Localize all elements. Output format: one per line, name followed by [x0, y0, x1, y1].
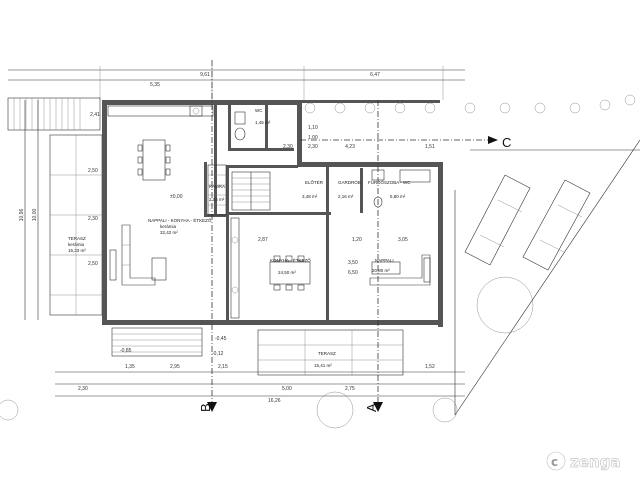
dim-int-2: 1,20 [352, 237, 362, 243]
room-area-nappali-lower: 24,50 m² [278, 270, 296, 275]
dim-left-2: 10,00 [32, 209, 38, 222]
room-area-terasz-bottom: 15,41 m² [314, 363, 332, 368]
room-label-nappali-lower: KONYHA - ÉTKEZŐ [270, 257, 311, 263]
room-label-kamra: KAMRA [209, 184, 225, 189]
dim-int-1: 2,87 [258, 237, 268, 243]
right-sofa [369, 254, 431, 286]
dim-top-2: 9,61 [200, 72, 210, 78]
dim-int-9: 2,30 [283, 144, 293, 150]
room-label-furdo: FÜRDŐSZOBA - WC [368, 179, 411, 185]
room-area-furdo: 5,80 m² [390, 194, 406, 199]
section-mark-a: A [364, 403, 379, 412]
svg-text:c: c [551, 455, 558, 469]
sofa-set [109, 224, 167, 286]
dim-left-5: 2,50 [88, 261, 98, 267]
level-mark-outside: -0,85 [120, 348, 132, 354]
dim-int-10: 1,51 [425, 144, 435, 150]
dim-bottom-8: 16,26 [268, 398, 281, 404]
dim-int-3: 3,05 [398, 237, 408, 243]
dim-bottom-7: 1,52 [425, 364, 435, 370]
dim-int-5: 6,50 [348, 270, 358, 276]
parking-area [454, 139, 640, 416]
bottom-dimension-lines: 2,30 1,35 2,95 2,15 5,00 2,75 1,52 16,26 [55, 364, 465, 404]
room-label-eloter: ELŐTÉR [305, 179, 324, 185]
room-sub-terasz-left: kerámia [68, 242, 85, 247]
dim-bottom-4: 2,15 [218, 364, 228, 370]
bathroom-fixtures [371, 169, 431, 208]
bottom-terrace: TERASZ 15,41 m² [111, 327, 404, 376]
section-lines [207, 60, 498, 412]
room-sub-nappali-konyha: kerámia [160, 224, 177, 229]
room-label-nappali-konyha: NAPPALI - KONYHA - ÉTKEZŐ [148, 217, 212, 223]
kitchen-counter [107, 105, 214, 117]
lower-dining-table [269, 255, 311, 291]
dim-bottom-5: 5,00 [282, 386, 292, 392]
dim-int-7: 2,30 [308, 144, 318, 150]
level-mark-entry: -0,12 [212, 351, 224, 357]
room-area-gardrob: 2,16 m² [338, 194, 354, 199]
dim-int-4: 3,50 [348, 260, 358, 266]
top-dimension-lines: 5,35 9,61 4,23 6,47 2,41 [8, 66, 465, 150]
dim-left-4: 2,30 [88, 216, 98, 222]
room-label-terasz-bottom: TERASZ [318, 351, 336, 356]
bottom-plants [0, 391, 458, 429]
dim-int-8: 1,00 [308, 135, 318, 141]
dim-bottom-6: 2,75 [345, 386, 355, 392]
zenga-watermark: c zenga [546, 451, 621, 471]
dining-table [137, 139, 171, 181]
room-label-nappali-right: NAPPALI [375, 258, 394, 263]
section-mark-b: B [198, 403, 213, 412]
dim-bottom-1: 2,30 [78, 386, 88, 392]
section-mark-c: C [502, 135, 511, 150]
dim-bottom-2: 1,35 [125, 364, 135, 370]
room-label-gardrob: GARDRÓB [338, 179, 361, 185]
wc-fixtures [234, 111, 246, 141]
left-terrace: TERASZ kerámia 16,33 m² [49, 134, 103, 316]
dim-left-1: 10,96 [19, 209, 25, 222]
left-dimension-lines: 10,96 10,00 2,50 2,30 2,50 [19, 100, 98, 320]
room-area-nappali-konyha: 32,42 m² [160, 230, 178, 235]
dim-top-1: 5,35 [150, 82, 160, 88]
level-mark-terrace: -0,45 [215, 336, 227, 342]
dim-bottom-3: 2,95 [170, 364, 180, 370]
watermark-text: zenga [570, 453, 620, 471]
dim-int-6: 1,10 [308, 125, 318, 131]
room-label-wc: WC [255, 108, 263, 113]
dim-top-3: 4,23 [345, 144, 355, 150]
lower-kitchen-counter [230, 217, 240, 319]
room-area-wc: 1,45 m² [255, 120, 271, 125]
dim-top-5: 2,41 [90, 112, 100, 118]
left-entry-steps [7, 97, 101, 131]
dim-top-4: 6,47 [370, 72, 380, 78]
hedge-row [304, 94, 636, 114]
building-walls [102, 100, 443, 327]
room-area-nappali-right: 20,80 m² [372, 268, 390, 273]
room-label-terasz-left: TERASZ [68, 236, 86, 241]
staircase [207, 164, 271, 216]
room-area-kamra: 2,04 m² [209, 197, 225, 202]
room-area-eloter: 3,48 m² [302, 194, 318, 199]
room-area-terasz-left: 16,33 m² [68, 248, 86, 253]
dim-left-3: 2,50 [88, 168, 98, 174]
level-mark-main: ±0,00 [170, 194, 183, 200]
